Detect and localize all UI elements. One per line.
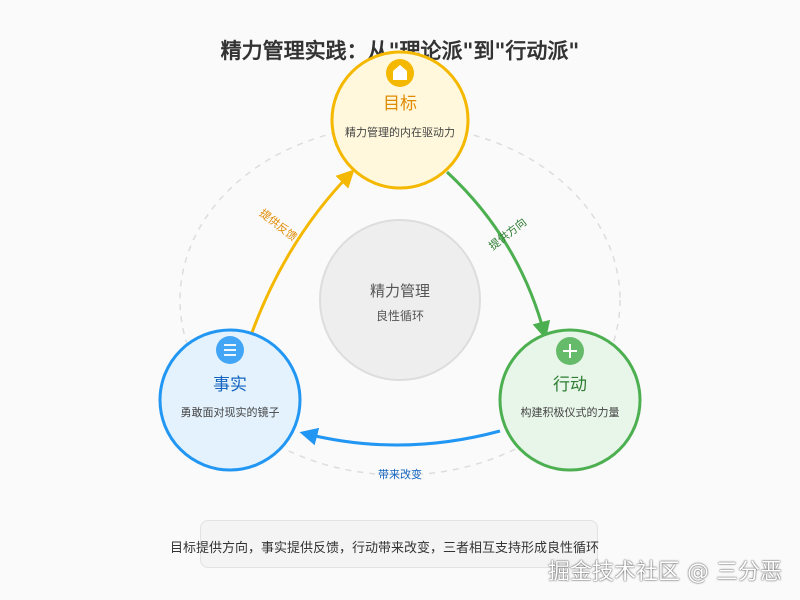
- edge-label-action-to-fact: 带来改变: [378, 467, 422, 481]
- watermark: 掘金技术社区 @ 三分恶: [548, 560, 782, 585]
- summary-box: [200, 520, 598, 568]
- node-action: 行动 构建积极仪式的力量: [498, 328, 642, 472]
- node-fact-desc: 勇敢面对现实的镜子: [181, 405, 280, 419]
- node-fact: 事实 勇敢面对现实的镜子: [158, 328, 302, 472]
- edge-goal-to-action: [445, 170, 551, 340]
- house-icon: [386, 59, 414, 87]
- node-goal: 目标 精力管理的内在驱动力: [330, 50, 470, 190]
- node-fact-title: 事实: [213, 375, 247, 395]
- edge-action-to-fact: [299, 427, 501, 447]
- node-goal-desc: 精力管理的内在驱动力: [345, 125, 455, 139]
- summary-text: 目标提供方向，事实提供反馈，行动带来改变，三者相互支持形成良性循环: [170, 541, 600, 556]
- plus-icon: [556, 337, 584, 365]
- list-icon: [216, 336, 244, 364]
- node-goal-circle: [330, 50, 470, 190]
- center-subtitle: 良性循环: [376, 308, 424, 323]
- center-circle: [319, 219, 481, 381]
- node-action-title: 行动: [553, 375, 587, 395]
- node-action-desc: 构建积极仪式的力量: [521, 405, 620, 419]
- node-action-circle: [498, 328, 642, 472]
- edge-fact-to-goal: [248, 169, 355, 339]
- orbit-ring: [179, 124, 621, 476]
- node-fact-circle: [158, 328, 302, 472]
- center-title: 精力管理: [370, 282, 430, 300]
- node-goal-title: 目标: [383, 94, 417, 114]
- edge-label-fact-to-goal: 提供反馈: [257, 206, 300, 244]
